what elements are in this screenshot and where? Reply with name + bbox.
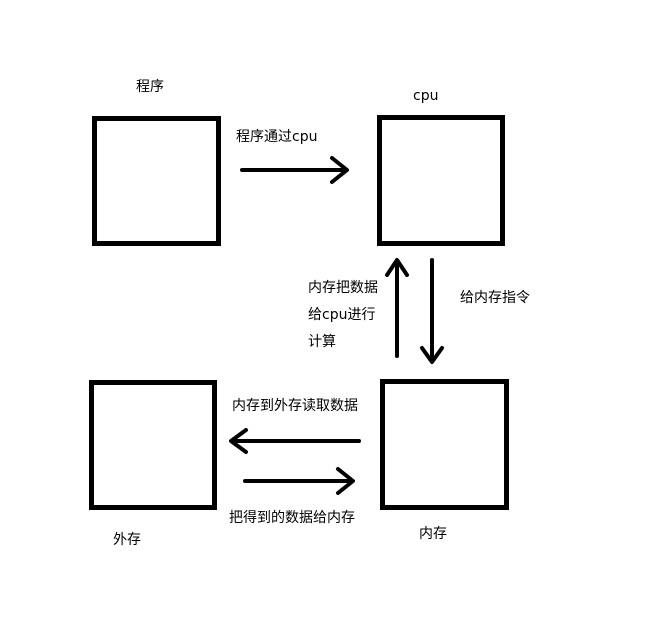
arrow-memory-to-external	[229, 428, 361, 454]
memory-to-cpu-label: 内存把数据 给cpu进行 计算	[308, 275, 378, 356]
arrow-program-to-cpu	[240, 156, 349, 184]
cpu-label: cpu	[413, 88, 439, 104]
cpu-box	[377, 115, 505, 246]
arrow-memory-to-cpu	[385, 258, 409, 358]
memory-to-external-label: 内存到外存读取数据	[232, 398, 358, 414]
memory-to-cpu-label-line: 内存把数据	[308, 280, 378, 296]
memory-to-cpu-label-line: 给cpu进行	[308, 307, 376, 323]
cpu-to-memory-label: 给内存指令	[460, 290, 530, 306]
arrow-external-to-memory	[243, 467, 355, 495]
program-to-cpu-label: 程序通过cpu	[236, 129, 318, 145]
memory-label: 内存	[419, 526, 447, 542]
program-label: 程序	[136, 79, 164, 95]
external-storage-label: 外存	[113, 532, 141, 548]
program-box	[92, 116, 221, 246]
memory-to-cpu-label-line: 计算	[308, 334, 336, 350]
arrow-cpu-to-memory	[420, 258, 444, 364]
external-storage-box	[89, 380, 217, 510]
external-to-memory-label: 把得到的数据给内存	[229, 510, 355, 526]
memory-box	[380, 379, 509, 510]
